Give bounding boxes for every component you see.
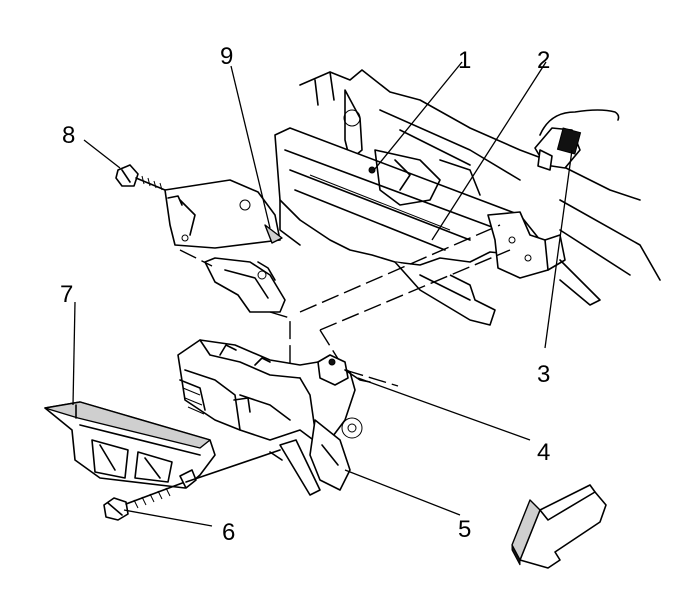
callout-3: 3 [537, 361, 550, 388]
bolt-lower [103, 449, 281, 521]
callout-1: 1 [458, 47, 471, 74]
alignment-lines [179, 224, 511, 387]
callout-4: 4 [537, 439, 550, 466]
callout-6: 6 [222, 519, 235, 546]
headlamp-cover-plate [164, 179, 283, 249]
headlamp-bracket [204, 257, 286, 313]
callout-2: 2 [537, 47, 550, 74]
leader-lines [72, 61, 573, 527]
headlamp-assembly [177, 339, 371, 496]
callout-9: 9 [220, 43, 233, 70]
callout-5: 5 [458, 516, 471, 543]
callout-labels: 1 2 3 4 5 6 7 8 9 [60, 43, 550, 546]
callout-7: 7 [60, 281, 73, 308]
bolt-upper [115, 164, 166, 191]
radiator-support [274, 69, 661, 326]
wire-harness-connector [534, 109, 620, 171]
headlamp-filler-panel [44, 401, 216, 489]
front-direction-arrow [511, 484, 607, 569]
callout-8: 8 [62, 122, 75, 149]
